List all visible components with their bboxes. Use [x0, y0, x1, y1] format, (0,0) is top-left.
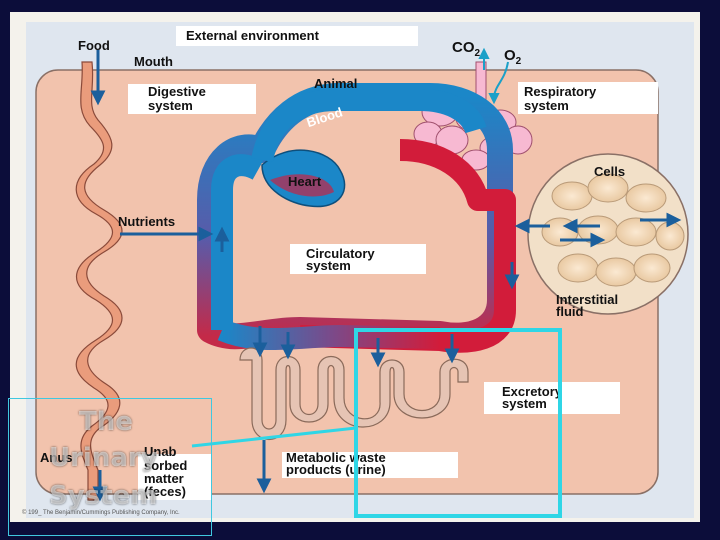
excretory-tubules	[239, 347, 469, 441]
label-interstitial-2: fluid	[556, 304, 583, 319]
copyright-note: © 199_ The Benjamin/Cummings Publishing …	[22, 509, 180, 516]
label-circulatory-1: Circulatory	[306, 246, 375, 261]
artery-right	[299, 139, 516, 353]
label-cells: Cells	[594, 164, 625, 179]
label-mouth: Mouth	[134, 54, 173, 69]
label-interstitial-1: Interstitial	[556, 292, 618, 307]
label-animal: Animal	[314, 76, 357, 91]
label-excretory-2: system	[502, 396, 547, 411]
heart-outline	[270, 174, 334, 197]
label-heart: Heart	[288, 174, 322, 189]
excretory-highlight-box	[354, 328, 562, 518]
label-o2: O2	[504, 47, 522, 67]
label-unabsorbed-3: matter	[144, 471, 184, 486]
label-nutrients: Nutrients	[118, 214, 175, 229]
label-metabolic-1: Metabolic waste	[286, 450, 386, 465]
label-unabsorbed-4: (feces)	[144, 484, 186, 499]
label-circulatory-2: system	[306, 258, 351, 273]
vein-left	[211, 154, 264, 330]
callout-line	[191, 426, 357, 448]
gas-exchange-arrows	[478, 47, 509, 105]
label-digestive-2: system	[148, 98, 193, 113]
loop-bottom	[217, 319, 441, 351]
label-food: Food	[78, 38, 110, 53]
label-respiratory-2: system	[524, 98, 569, 113]
blood-arch	[251, 89, 487, 163]
label-co2: CO2	[452, 39, 481, 59]
cells-cluster	[541, 173, 685, 287]
label-unabsorbed-1: Unab	[144, 444, 177, 459]
slide-title-box: The Urinary System	[8, 398, 212, 536]
label-boxes	[128, 26, 658, 500]
digestive-tract	[75, 61, 123, 501]
label-metabolic-2: products (urine)	[286, 462, 386, 477]
cells-arrows	[514, 212, 682, 248]
flow-arrows	[90, 50, 520, 502]
label-respiratory-1: Respiratory	[524, 84, 597, 99]
label-digestive-1: Digestive	[148, 84, 206, 99]
slide-title-line-3: System	[49, 481, 158, 511]
label-anus: Anus	[40, 450, 73, 465]
slide-title-line-2: Urinary	[49, 443, 158, 473]
label-excretory-1: Excretory	[502, 384, 563, 399]
slide-title-line-1: The	[79, 407, 133, 437]
label-unabsorbed-2: sorbed	[144, 458, 187, 473]
label-external-environment: External environment	[186, 28, 320, 43]
